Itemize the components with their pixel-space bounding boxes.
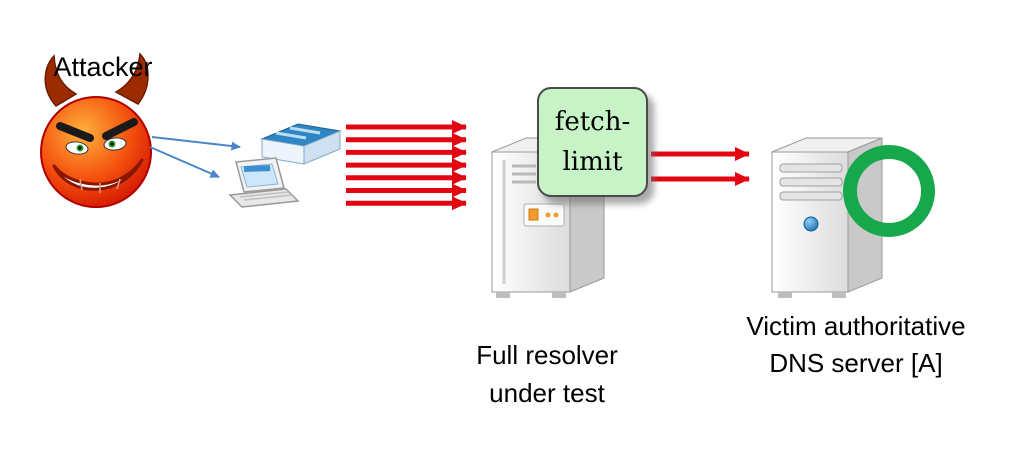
resolver-foot-right <box>552 292 566 298</box>
devil-attacker-icon <box>40 52 152 208</box>
resolver-led-1 <box>545 212 551 218</box>
green-circle-icon <box>843 145 935 237</box>
devil-left-horn <box>44 54 78 107</box>
laptop-screen-header <box>244 165 271 172</box>
resolver-led-2 <box>553 212 559 218</box>
fetch-limit-line1: fetch- <box>554 107 631 137</box>
attacker-label: Attacker <box>53 52 153 82</box>
devil-left-eyebrow <box>56 122 94 142</box>
victim-slot-3 <box>779 191 843 201</box>
fetch-limit-box: fetch- limit <box>537 87 648 197</box>
resolver-foot-left <box>496 292 510 298</box>
attack-arrow-to-router <box>151 136 241 151</box>
fetch-limit-line2: limit <box>562 147 623 177</box>
devil-grin-mouth <box>52 158 144 191</box>
victim-foot-right <box>832 292 846 298</box>
victim-foot-left <box>778 292 792 298</box>
victim-power-orb <box>803 216 819 232</box>
resolver-label-line2: under test <box>489 378 605 408</box>
resolver-vents <box>512 164 536 184</box>
victim-slot-2 <box>779 177 843 187</box>
devil-teeth-lines <box>79 178 121 193</box>
devil-left-pupil <box>78 146 82 150</box>
victim-label-line1: Victim authoritative <box>746 311 966 341</box>
resolver-bay-button <box>528 208 539 221</box>
resolver-label-line1: Full resolver <box>476 340 618 370</box>
victim-label-line2: DNS server [A] <box>769 348 943 378</box>
resolver-label: Full resolver under test <box>447 336 647 412</box>
victim-slot-1 <box>779 163 843 173</box>
router-side <box>303 130 341 165</box>
flood-arrows <box>346 120 467 211</box>
devil-right-eyebrow <box>102 118 138 140</box>
devil-right-horn <box>114 52 149 105</box>
laptop-keyboard-lines <box>239 191 293 201</box>
attack-arrow-to-laptop <box>149 146 220 178</box>
devil-right-pupil <box>110 142 114 146</box>
victim-label: Victim authoritative DNS server [A] <box>726 308 986 382</box>
router-ports <box>275 126 321 140</box>
laptop-icon <box>228 157 300 208</box>
